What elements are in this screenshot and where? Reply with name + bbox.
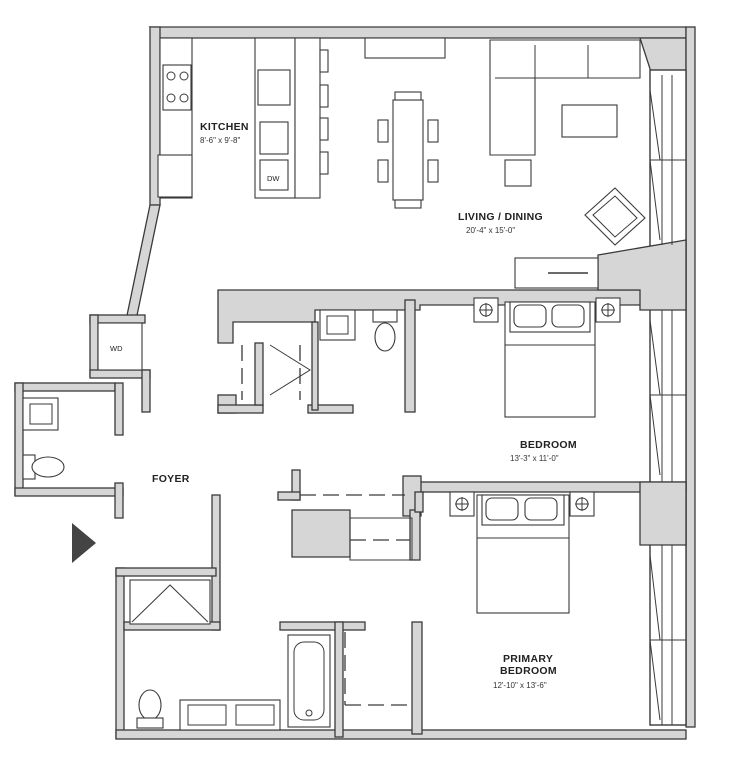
bathtub-icon (287, 634, 331, 728)
windows (649, 75, 686, 725)
living-dims: 20'-4" x 15'-0" (466, 226, 515, 235)
stove-icon (162, 64, 192, 111)
dining-table-icon (377, 91, 439, 209)
washer-dryer-closet: WD (97, 322, 143, 371)
central-closets (300, 494, 413, 706)
toilet-icon (136, 689, 164, 729)
foyer-name: FOYER (152, 473, 190, 485)
dishwasher-label: DW (267, 174, 280, 183)
primary-name-2: BEDROOM (500, 665, 557, 677)
powder-room (22, 397, 65, 480)
kitchen-name: KITCHEN (200, 121, 249, 133)
bed-icon (504, 301, 596, 418)
washer-dryer-label: WD (110, 344, 123, 353)
outer-walls (14, 26, 696, 740)
toilet-icon (22, 454, 65, 480)
bedroom: BEDROOM 13'-3" x 11'-0" (473, 297, 621, 463)
bed-icon (476, 494, 570, 614)
primary-name-1: PRIMARY (503, 653, 553, 665)
bedroom-name: BEDROOM (520, 439, 577, 451)
primary-dims: 12'-10" x 13'-6" (493, 681, 547, 690)
primary-bath (129, 579, 331, 731)
hall-bath (241, 309, 398, 400)
entry-arrow-icon (72, 523, 96, 563)
sink-icon (187, 704, 227, 726)
sink-icon (259, 121, 289, 155)
kitchen: DW KITCHEN 8'-6" x 9'-8" (157, 37, 446, 199)
living-name: LIVING / DINING (458, 211, 543, 223)
sink-icon (319, 309, 356, 341)
sink-icon (22, 397, 59, 431)
kitchen-dims: 8'-6" x 9'-8" (200, 136, 240, 145)
sofa-icon (489, 39, 641, 156)
living-dining: LIVING / DINING 20'-4" x 15'-0" (377, 39, 646, 289)
sink-icon (235, 704, 275, 726)
toilet-icon (372, 309, 398, 352)
primary-bedroom: PRIMARY BEDROOM 12'-10" x 13'-6" (449, 491, 595, 690)
armchair-icon (584, 187, 646, 246)
bedroom-dims: 13'-3" x 11'-0" (510, 454, 559, 463)
